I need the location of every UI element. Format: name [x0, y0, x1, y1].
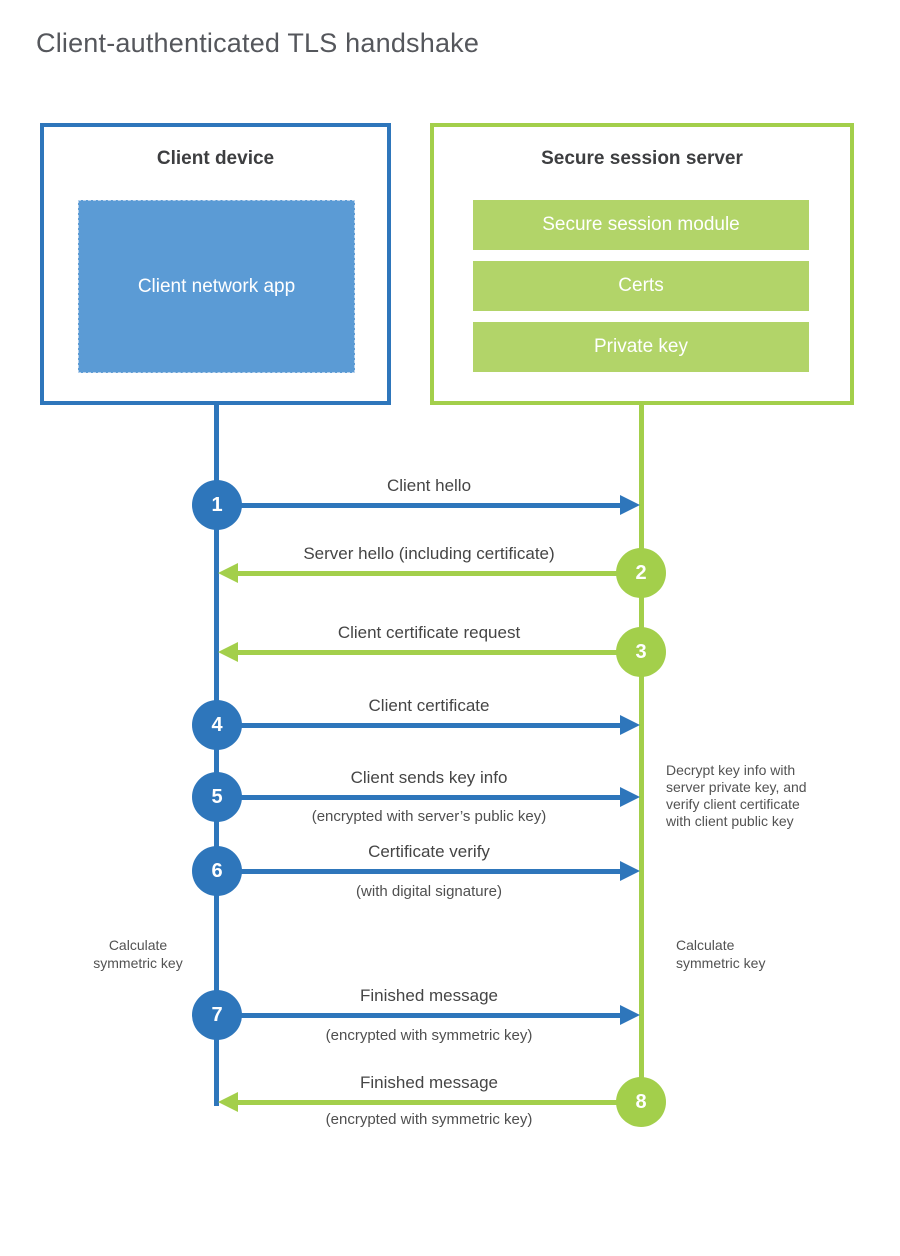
- step-circle: 1: [192, 480, 242, 530]
- message-arrow-line: [240, 869, 620, 874]
- step-number: 1: [211, 493, 223, 516]
- step-number: 7: [211, 1003, 223, 1026]
- note-line: verify client certificate: [666, 796, 800, 812]
- step-circle: 8: [616, 1077, 666, 1127]
- step-circle: 2: [616, 548, 666, 598]
- message-sublabel: (encrypted with server’s public key): [311, 808, 547, 825]
- note-decrypt-key-info: Decrypt key info with server private key…: [666, 762, 841, 830]
- server-module-certs: Certs: [473, 261, 809, 311]
- module-label: Certs: [618, 275, 664, 296]
- server-lifeline: [639, 405, 644, 1105]
- message-label: Server hello (including certificate): [303, 544, 555, 563]
- message-arrow-line: [240, 1013, 620, 1018]
- message-sublabel: (with digital signature): [356, 883, 502, 900]
- arrowhead-left-icon: [218, 1092, 238, 1112]
- step-circle: 3: [616, 627, 666, 677]
- step-circle: 6: [192, 846, 242, 896]
- message-label: Finished message: [360, 986, 498, 1005]
- note-line: with client public key: [666, 813, 794, 829]
- step-number: 2: [635, 561, 647, 584]
- arrowhead-right-icon: [620, 787, 640, 807]
- server-module-private-key: Private key: [473, 322, 809, 372]
- message-arrow-line: [240, 723, 620, 728]
- step-circle: 7: [192, 990, 242, 1040]
- message-label: Client sends key info: [350, 768, 508, 787]
- message-label: Client certificate request: [337, 623, 521, 642]
- arrowhead-right-icon: [620, 715, 640, 735]
- step-number: 4: [211, 713, 223, 736]
- client-network-app-box: Client network app: [78, 200, 355, 373]
- message-label: Client hello: [386, 476, 472, 495]
- arrowhead-right-icon: [620, 1005, 640, 1025]
- step-circle: 5: [192, 772, 242, 822]
- client-device-title: Client device: [156, 148, 275, 169]
- module-label: Secure session module: [542, 214, 740, 235]
- client-lifeline: [214, 405, 219, 1106]
- step-number: 5: [211, 785, 223, 808]
- message-arrow-line: [237, 571, 618, 576]
- note-line: server private key, and: [666, 779, 807, 795]
- arrowhead-right-icon: [620, 495, 640, 515]
- server-module-secure-session: Secure session module: [473, 200, 809, 250]
- arrowhead-right-icon: [620, 861, 640, 881]
- note-calculate-symmetric-key-client: Calculate symmetric key: [93, 937, 183, 971]
- step-number: 6: [211, 859, 223, 882]
- client-network-app-label: Client network app: [137, 276, 296, 297]
- page-title: Client-authenticated TLS handshake: [36, 28, 480, 58]
- step-number: 8: [635, 1090, 647, 1113]
- message-arrow-line: [240, 795, 620, 800]
- module-label: Private key: [594, 336, 688, 357]
- message-arrow-line: [237, 1100, 618, 1105]
- arrowhead-left-icon: [218, 642, 238, 662]
- message-sublabel: (encrypted with symmetric key): [325, 1027, 533, 1044]
- step-circle: 4: [192, 700, 242, 750]
- message-arrow-line: [240, 503, 620, 508]
- message-label: Client certificate: [368, 696, 490, 715]
- secure-session-server-title: Secure session server: [541, 148, 743, 169]
- note-calculate-symmetric-key-server: Calculate symmetric key: [676, 937, 766, 971]
- arrowhead-left-icon: [218, 563, 238, 583]
- message-arrow-line: [237, 650, 618, 655]
- message-sublabel: (encrypted with symmetric key): [325, 1111, 533, 1128]
- message-label: Finished message: [360, 1073, 498, 1092]
- note-line: Decrypt key info with: [666, 762, 796, 778]
- message-label: Certificate verify: [368, 842, 490, 861]
- step-number: 3: [635, 640, 647, 663]
